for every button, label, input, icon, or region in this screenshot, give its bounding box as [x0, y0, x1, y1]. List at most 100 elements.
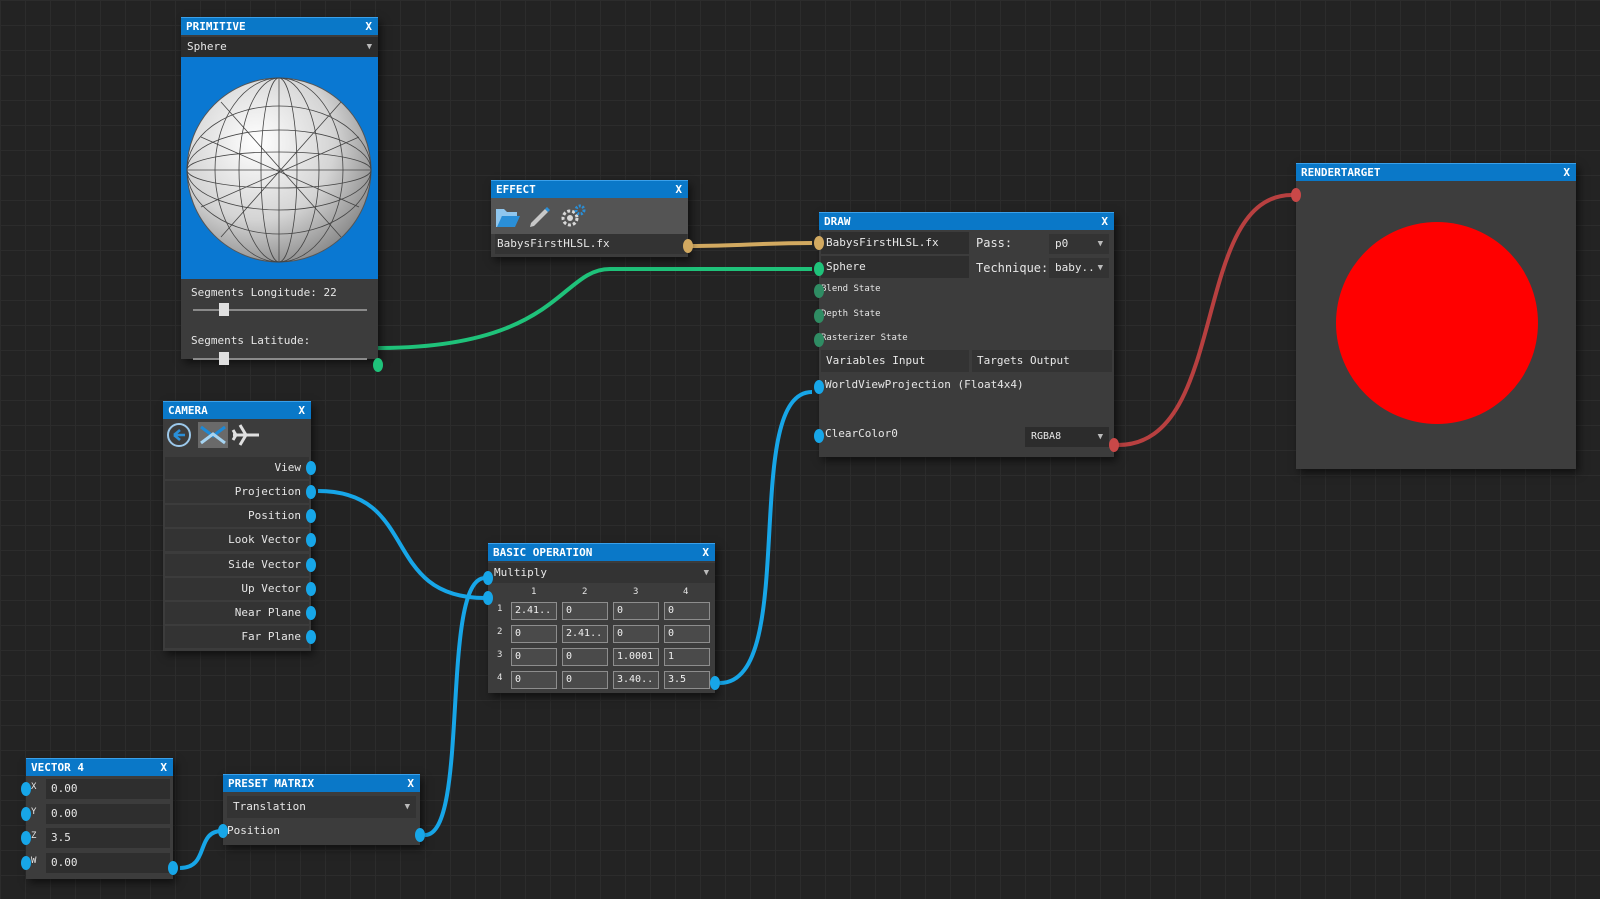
draw-effect-field[interactable]: BabysFirstHLSL.fx	[821, 232, 969, 254]
segments-latitude-slider[interactable]	[193, 358, 367, 360]
rasterizer-state-input-port[interactable]	[814, 333, 824, 347]
basic-operation-node[interactable]: BASIC OPERATION X Multiply ▼ 1 2 3 4 1 2…	[483, 543, 720, 693]
pencil-icon[interactable]	[527, 203, 553, 229]
basic-op-input-port-a[interactable]	[483, 571, 493, 585]
segments-longitude-slider[interactable]	[193, 309, 367, 311]
rendertarget-node[interactable]: RENDERTARGET X	[1291, 163, 1576, 469]
vector4-input-w[interactable]: 0.00	[46, 853, 170, 873]
close-icon[interactable]: X	[1101, 215, 1108, 228]
draw-geometry-input-port[interactable]	[814, 262, 824, 276]
draw-node[interactable]: DRAW X BabysFirstHLSL.fx Pass: p0 ▼ Sphe…	[814, 212, 1119, 457]
segments-longitude-slider-thumb[interactable]	[219, 303, 229, 316]
preset-matrix-node[interactable]: PRESET MATRIX X Translation ▼ Position	[218, 774, 425, 845]
look-vector-output-port[interactable]	[306, 533, 316, 547]
vector4-z-input-port[interactable]	[21, 831, 31, 845]
wire-draw-to-rendertarget[interactable]	[1117, 193, 1293, 447]
close-icon[interactable]: X	[675, 183, 682, 196]
camera-node[interactable]: CAMERA X View Projection Position Look V…	[163, 401, 316, 651]
wire-effect-to-draw[interactable]	[689, 241, 813, 248]
wire-camera-projection-to-basic-op[interactable]	[317, 489, 486, 600]
matrix-cell[interactable]: 0	[562, 602, 608, 620]
draw-effect-input-port[interactable]	[814, 236, 824, 250]
effect-header[interactable]: EFFECT X	[491, 180, 688, 198]
vector4-input-x[interactable]: 0.00	[46, 779, 170, 799]
camera-header[interactable]: CAMERA X	[163, 401, 311, 419]
primitive-output-port[interactable]	[373, 358, 383, 372]
wire-vector4-to-preset[interactable]	[179, 829, 223, 870]
primitive-node[interactable]: PRIMITIVE X Sphere ▼	[181, 17, 383, 372]
wire-primitive-to-draw-geometry[interactable]	[377, 267, 812, 350]
matrix-col-header: 4	[683, 587, 689, 597]
near-plane-output-port[interactable]	[306, 606, 316, 620]
matrix-cell[interactable]: 1	[664, 648, 710, 666]
segments-latitude-slider-thumb[interactable]	[219, 352, 229, 365]
technique-dropdown[interactable]: baby.. ▼	[1049, 258, 1109, 278]
matrix-cell[interactable]: 1.0001	[613, 648, 659, 666]
view-output-port[interactable]	[306, 461, 316, 475]
matrix-cell[interactable]: 2.41..	[562, 625, 608, 643]
vector4-y-input-port[interactable]	[21, 807, 31, 821]
vector4-input-y[interactable]: 0.00	[46, 804, 170, 824]
effect-file-name[interactable]: BabysFirstHLSL.fx	[495, 234, 687, 254]
operation-dropdown[interactable]: Multiply ▼	[488, 563, 715, 583]
vector4-node[interactable]: VECTOR 4 X X Y Z W 0.00 0.00 3.5 0.00	[21, 758, 178, 879]
preset-position-input-port[interactable]	[218, 824, 228, 838]
clear-color-input-port[interactable]	[814, 429, 824, 443]
matrix-cell[interactable]: 3.40..	[613, 671, 659, 689]
matrix-cell[interactable]: 0	[613, 625, 659, 643]
rendertarget-input-port[interactable]	[1291, 188, 1301, 202]
primitive-header[interactable]: PRIMITIVE X	[181, 17, 378, 35]
matrix-cell[interactable]: 2.41..	[511, 602, 557, 620]
gear-icon[interactable]	[559, 203, 587, 229]
blend-state-input-port[interactable]	[814, 284, 824, 298]
effect-node[interactable]: EFFECT X BabysFirstHLSL.fx	[491, 180, 693, 257]
depth-state-input-port[interactable]	[814, 309, 824, 323]
wvp-input-port[interactable]	[814, 380, 824, 394]
wire-preset-to-basic-op[interactable]	[424, 576, 486, 837]
close-icon[interactable]: X	[702, 546, 709, 559]
matrix-cell[interactable]: 0	[562, 648, 608, 666]
close-icon[interactable]: X	[298, 404, 305, 417]
matrix-cell[interactable]: 3.5	[664, 671, 710, 689]
format-dropdown[interactable]: RGBA8 ▼	[1025, 427, 1109, 447]
matrix-cell[interactable]: 0	[511, 671, 557, 689]
close-icon[interactable]: X	[365, 20, 372, 33]
close-icon[interactable]: X	[1563, 166, 1570, 179]
projection-output-port[interactable]	[306, 485, 316, 499]
pass-dropdown[interactable]: p0 ▼	[1049, 234, 1109, 254]
side-vector-output-port[interactable]	[306, 558, 316, 572]
reset-icon[interactable]	[166, 422, 192, 448]
rendertarget-header[interactable]: RENDERTARGET X	[1296, 163, 1576, 181]
orbit-icon[interactable]	[198, 422, 228, 448]
vector4-input-z[interactable]: 3.5	[46, 828, 170, 848]
preset-output-port[interactable]	[415, 828, 425, 842]
airplane-icon[interactable]	[231, 422, 261, 448]
matrix-cell[interactable]: 0	[664, 602, 710, 620]
wire-basic-op-to-draw-wvp[interactable]	[719, 390, 813, 685]
basic-op-output-port[interactable]	[710, 676, 720, 690]
matrix-cell[interactable]: 0	[664, 625, 710, 643]
vector4-w-input-port[interactable]	[21, 856, 31, 870]
matrix-cell[interactable]: 0	[511, 648, 557, 666]
basic-op-input-port-b[interactable]	[483, 591, 493, 605]
vector4-output-port[interactable]	[168, 861, 178, 875]
basic-operation-header[interactable]: BASIC OPERATION X	[488, 543, 715, 561]
matrix-cell[interactable]: 0	[562, 671, 608, 689]
matrix-cell[interactable]: 0	[511, 625, 557, 643]
preset-matrix-header[interactable]: PRESET MATRIX X	[223, 774, 420, 792]
primitive-shape-dropdown[interactable]: Sphere ▼	[181, 37, 378, 57]
folder-open-icon[interactable]	[494, 203, 522, 229]
draw-geometry-field[interactable]: Sphere	[821, 256, 969, 278]
close-icon[interactable]: X	[160, 761, 167, 774]
preset-dropdown[interactable]: Translation ▼	[227, 796, 416, 818]
far-plane-output-port[interactable]	[306, 630, 316, 644]
up-vector-output-port[interactable]	[306, 582, 316, 596]
vector4-x-input-port[interactable]	[21, 782, 31, 796]
draw-header[interactable]: DRAW X	[819, 212, 1114, 230]
position-output-port[interactable]	[306, 509, 316, 523]
clear-color-output-port[interactable]	[1109, 438, 1119, 452]
matrix-cell[interactable]: 0	[613, 602, 659, 620]
effect-output-port[interactable]	[683, 239, 693, 253]
close-icon[interactable]: X	[407, 777, 414, 790]
vector4-header[interactable]: VECTOR 4 X	[26, 758, 173, 776]
